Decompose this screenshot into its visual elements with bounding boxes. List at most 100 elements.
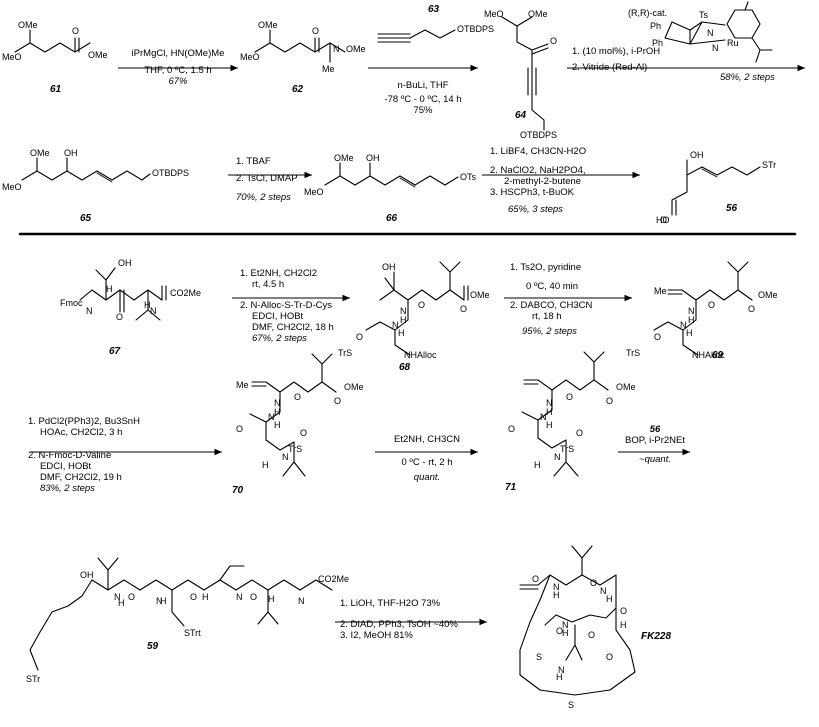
atom-label-c67-3: H [106, 284, 113, 294]
atom-label-fk228-8: N [562, 620, 569, 630]
atom-label-c59-10: H [268, 594, 275, 604]
atom-label-c65-3: OTBDPS [152, 168, 190, 178]
atom-label-fk228-3: O [590, 578, 598, 588]
step-9-conditions: Et2NH, CH3CN 0 ºC - rt, 2 h quant. [394, 434, 460, 483]
atom-label-fk228-6: O [620, 606, 628, 616]
atom-label-c68-8: O [356, 332, 364, 342]
structure-63 [377, 29, 456, 43]
compound-label-67: 67 [109, 346, 121, 357]
atom-label-c70-4: OMe [344, 382, 364, 392]
atom-label-c70-3: H [274, 407, 281, 417]
step-8-conditions: 1. PdCl2(PPh3)2, Bu3SnH HOAc, CH2Cl2, 3 … [28, 416, 140, 494]
atom-label-c71-5: N [540, 412, 547, 422]
atom-label-c67-5: N [150, 306, 157, 316]
atom-label-c68-2: N [400, 306, 407, 316]
atom-label-c70-6: N [268, 412, 275, 422]
atom-label-c70-5: O [334, 396, 342, 406]
atom-label-c61-2: MeO [2, 52, 22, 62]
atom-label-c56-3: HO [656, 215, 670, 225]
atom-label-c68-5: O [460, 304, 468, 314]
atom-label-c59-12: CO2Me [318, 574, 350, 584]
atom-label-c59-7: H [202, 592, 209, 602]
atom-label-c64-0: MeO [484, 9, 504, 19]
atom-label-c59-9: O [250, 592, 258, 602]
atom-label-c64-1: OMe [528, 9, 548, 19]
structure-62 [254, 29, 346, 63]
atom-label-c65-1: OH [64, 148, 78, 158]
atom-label-c59-4: H [160, 596, 167, 606]
atom-label-c70-2: N [274, 398, 281, 408]
atom-label-c66-0: OMe [334, 153, 354, 163]
compound-label-65: 65 [80, 213, 92, 224]
atom-label-c61-1: O [72, 26, 80, 36]
atom-label-c59-3: O [128, 592, 136, 602]
structure-68 [365, 261, 469, 356]
step-7-conditions: 1. Ts2O, pyridine 0 ºC, 40 min 2. DABCO,… [510, 262, 593, 337]
atom-label-c68-6: N [392, 320, 399, 330]
atom-label-c59-14: STr [26, 674, 41, 684]
compound-label-71: 71 [505, 482, 517, 493]
atom-label-c68-4: OMe [470, 290, 490, 300]
atom-label-c67-6: CO2Me [170, 288, 202, 298]
atom-label-c59-5: N [156, 596, 163, 606]
atom-label-c67-4: H [144, 300, 151, 310]
atom-label-c59-11: N [298, 596, 305, 606]
atom-label-c67-7: O [116, 312, 124, 322]
atom-label-c71-1: N [546, 398, 553, 408]
compound-label-59: 59 [147, 641, 159, 652]
atom-label-c65-0: OMe [30, 148, 50, 158]
atom-label-fk228-10: O [588, 630, 596, 640]
step-6-conditions: 1. Et2NH, CH2Cl2 rt, 4.5 h 2. N-Alloc-S-… [240, 268, 334, 344]
atom-label-cat-3: N [707, 28, 714, 38]
catalyst-title: (R,R)-cat. [628, 8, 667, 18]
atom-label-c71-0: O [566, 392, 574, 402]
atom-label-c64-3: OTBDPS [520, 130, 558, 140]
atom-label-fk228-5: H [606, 594, 613, 604]
compound-label-68: 68 [399, 362, 411, 373]
compound-label-56: 56 [726, 203, 738, 214]
step-2-conditions: n-BuLi, THF -78 ºC - 0 ºC, 14 h 75% [384, 80, 462, 116]
atom-label-c66-3: OTs [460, 172, 477, 182]
atom-label-c62-2: MeO [240, 52, 260, 62]
atom-label-c56-1: STr [762, 160, 777, 170]
atom-label-cat-1: Ts [699, 10, 708, 20]
atom-label-fk228-12: N [558, 665, 565, 675]
atom-label-c70-11: H [262, 460, 269, 470]
atom-label-c70-7: H [274, 420, 281, 430]
atom-label-fk228-9: H [562, 628, 569, 638]
atom-label-c69-8: O [654, 332, 662, 342]
atom-label-c66-2: MeO [304, 187, 324, 197]
atom-label-c67-2: N [86, 306, 93, 316]
compound-label-66: 66 [386, 213, 398, 224]
atom-label-c56-0: OH [690, 150, 704, 160]
compound-label-61: 61 [50, 84, 62, 95]
structure-66 [324, 162, 459, 188]
atom-label-c64-2: O [550, 36, 558, 46]
atom-label-fk228-14: O [606, 652, 614, 662]
atom-label-c69-9: TrS [626, 348, 641, 358]
atom-label-c70-12: O [300, 428, 308, 438]
atom-label-fk228-0: O [532, 574, 540, 584]
atom-label-c70-8: O [236, 424, 244, 434]
atom-label-c69-2: N [688, 306, 695, 316]
atom-label-fk228-2: H [553, 590, 560, 600]
atom-label-c61-3: OMe [88, 50, 108, 60]
atom-label-c70-0: Me [236, 380, 249, 390]
atom-label-fk228-7: O [556, 626, 564, 636]
structure-56 [671, 159, 761, 216]
atom-label-fk228-4: N [600, 586, 607, 596]
atom-label-cat-4: N [712, 43, 719, 53]
compound-label-64: 64 [515, 110, 527, 121]
structure-65 [21, 157, 151, 183]
structure-59 [29, 557, 333, 671]
atom-label-c71-9: N [554, 452, 561, 462]
structure-catalyst [664, 1, 773, 63]
atom-label-c69-7: H [686, 328, 693, 338]
compound-label-69: 69 [712, 350, 724, 361]
atom-label-c70-1: O [294, 392, 302, 402]
atom-label-c62-5: Me [322, 64, 335, 74]
atom-label-c71-3: OMe [616, 382, 636, 392]
atom-label-c65-2: MeO [2, 182, 22, 192]
atom-label-fk228-16: S [568, 700, 575, 710]
